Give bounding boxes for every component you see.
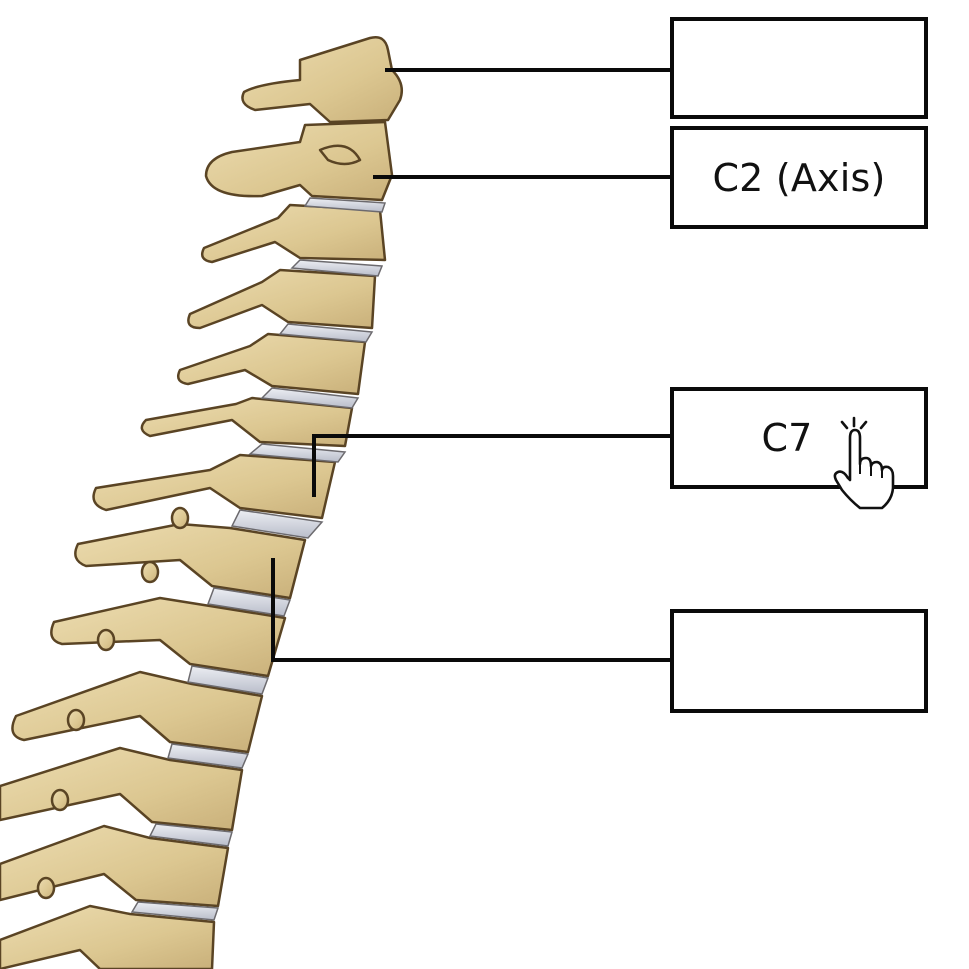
vertebra-c1 (241, 36, 403, 124)
label-box-c7[interactable]: C7 (670, 387, 928, 489)
vertebra-c7 (92, 453, 337, 520)
label-box-c2[interactable]: C2 (Axis) (670, 126, 928, 229)
label-text-c2: C2 (Axis) (712, 155, 886, 200)
label-text-c7: C7 (761, 416, 813, 460)
leader-line-3-drop (312, 434, 316, 497)
vertebra-t2 (50, 560, 287, 678)
vertebra-t4 (0, 708, 244, 832)
vertebra-c4 (187, 268, 377, 330)
leader-line-3 (312, 434, 672, 438)
vertebra-t3 (11, 628, 264, 754)
vertebra-c3 (201, 203, 387, 264)
leader-line-4 (271, 658, 672, 662)
vertebra-c2 (204, 120, 394, 202)
leader-line-2 (373, 175, 672, 179)
vertebra-c6 (140, 396, 354, 448)
vertebra-c5 (177, 332, 367, 396)
label-box-t1[interactable] (670, 609, 928, 713)
vertebra-t1 (74, 506, 307, 600)
label-box-c1[interactable] (670, 17, 928, 119)
intervertebral-discs (130, 197, 387, 921)
leader-line-1 (385, 68, 672, 72)
vertebra-t5 (0, 788, 230, 908)
pointer-hand-click-icon (833, 416, 895, 510)
vertebra-t6 (0, 876, 216, 969)
leader-line-4-rise (271, 558, 275, 662)
